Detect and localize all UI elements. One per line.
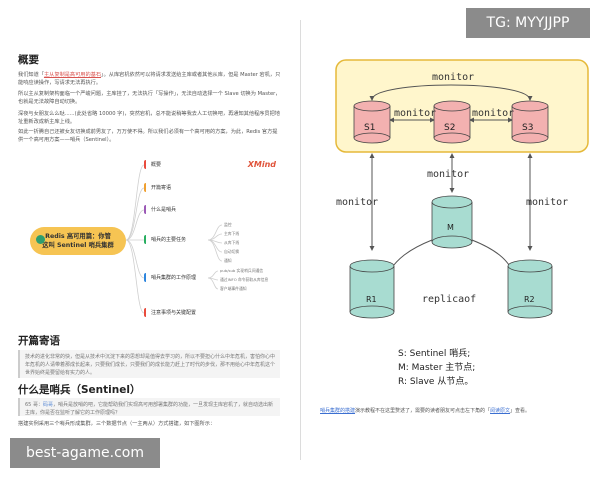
paragraph-intro: 我们知道「主从复制是高可用的基石」。从库宕机依然可以将请求发送给主库或者其他从库… [18,71,282,87]
mind-sub-pubsub: pub/sub 实现哨兵间通信 [220,268,264,273]
text: 我们知道「 [18,72,44,78]
monitor-arrow-top [369,84,533,101]
left-page: 概要 我们知道「主从复制是高可用的基石」。从库宕机依然可以将请求发送给主库或者其… [18,54,282,427]
label-s2: S2 [444,123,455,133]
mind-map-root: Redis 高可用篇：你管 这叫 Sentinel 哨兵集群 [30,227,126,255]
page-divider [300,20,301,460]
legend-slave: R: Slave 从节点。 [398,376,473,387]
diagram-svg: monitor monitor monitor monitor monitor … [335,59,589,387]
mind-node-config: 注意事项与关键配置 [144,308,201,317]
mind-node-tasks: 哨兵的主要任务 [144,235,191,244]
text: 」查看。 [510,408,531,414]
label-monitor-s2s3: monitor [472,108,514,119]
sentinel-s1 [353,100,391,144]
right-note: 哨兵集群的搭建演示教程不在这里赘述了，需要的读者朋友可点击左下角的「阅读原文」查… [320,407,590,414]
mind-map-connectors [125,164,223,314]
root-line: 这叫 Sentinel 哨兵集群 [42,242,114,249]
site-watermark: best-agame.com [10,438,160,468]
legend-master: M: Master 主节点; [398,361,475,373]
paragraph-story: 深夜与女朋友么么哒......(此处省略 10000 字)，突然宕机，总不能说稍… [18,111,280,126]
text: 演示教程不在这里赘述了，需要的读者朋友可点击左下角的「 [355,408,491,414]
replica-r2 [507,259,553,319]
mind-sub-auto-switch: 自动切换 [224,249,240,254]
label-replicaof: replicaof [422,294,476,305]
root-line: Redis 高可用篇：你管 [45,233,111,240]
text: 」。从库宕机依然可以将请求发送给主库或者其他从库，但是 Master 宕机，只能… [18,72,281,87]
mind-sub-monitor: 监控 [224,222,232,227]
label-monitor-s1s2: monitor [394,108,436,119]
paragraph-setup: 搭建实例采用三个哨兵形成集群，三个数据节点（一主两从）方式搭建，如下图所示： [18,421,216,427]
text: 65 哥： [25,402,43,408]
label-monitor-right: monitor [526,197,568,208]
link-read-original[interactable]: 阅读原文 [490,408,511,414]
right-page: monitor monitor monitor monitor monitor … [302,0,600,480]
mind-sub-client: 客户端事件通知 [220,286,247,291]
label-r1: R1 [366,295,377,304]
xmind-logo: XMind [247,160,276,169]
paragraph-solution: 如此一折腾自己还被女友切换成前男友了，万万使不得。所以我们必须有一个高可用的方案… [18,129,278,144]
sentinel-s2 [433,100,471,144]
heading-opening: 开篇寄语 [18,335,60,347]
mind-node-opening: 开篇寄语 [144,183,176,192]
quote-sentinel: 65 哥：码哥，哨兵是放哨的吧，它能帮助我们实现高可用部署集群的功能，一旦发现主… [18,398,280,416]
mind-sub-notify: 通知 [224,258,232,263]
label-s1: S1 [364,123,375,133]
lightbulb-icon [36,235,45,244]
label-monitor-left: monitor [336,197,378,208]
quote-opening: 技术的进化非常的快，但是从技术中沉淀下来的思想却是值得去学习的，所以不要担心什么… [18,350,280,378]
mind-sub-info: 通过INFO 命令获取从库信息 [220,277,269,282]
label-r2: R2 [524,295,535,304]
text: ，哨兵是放哨的吧，它能帮助我们实现高可用部署集群的功能，一旦发现主库宕机了，就自… [25,402,273,416]
mind-node-overview: 概要 [144,160,166,169]
label-monitor-middle: monitor [427,169,469,180]
legend-sentinel: S: Sentinel 哨兵; [398,347,470,359]
heading-what-is-sentinel: 什么是哨兵（Sentinel） [18,384,141,396]
label-monitor-top: monitor [432,72,474,83]
link-master-slave[interactable]: 主从复制是高可用的基石 [43,72,102,78]
sentinel-cluster-diagram: monitor monitor monitor monitor monitor … [302,40,600,400]
mind-map: XMind Redis 高可用篇：你管 这叫 Sentinel 哨 [20,150,280,325]
mind-node-what-is: 什么是哨兵 [144,205,181,214]
mind-node-principle: 哨兵集群的工作原理 [144,273,201,282]
sentinel-s3 [511,100,549,144]
replicaof-arrow-r1 [389,239,433,271]
replicaof-arrow-r2 [471,239,513,271]
heading-overview: 概要 [18,54,39,66]
label-m: M [447,223,454,232]
replica-r1 [349,259,395,319]
mind-sub-slave-down: 从库下线 [224,240,240,245]
paragraph-problem: 所以主从复制架构面临一个严峻问题，主库挂了，无法执行「写操作」，无法自动选择一个… [18,91,281,106]
link-cluster-setup[interactable]: 哨兵集群的搭建 [320,408,356,414]
mind-sub-master-down: 主库下线 [224,231,240,236]
link-mage[interactable]: 码哥 [42,402,53,408]
master-node [431,195,473,249]
tg-watermark: TG: MYYJJPP [466,8,590,38]
label-s3: S3 [522,123,533,133]
